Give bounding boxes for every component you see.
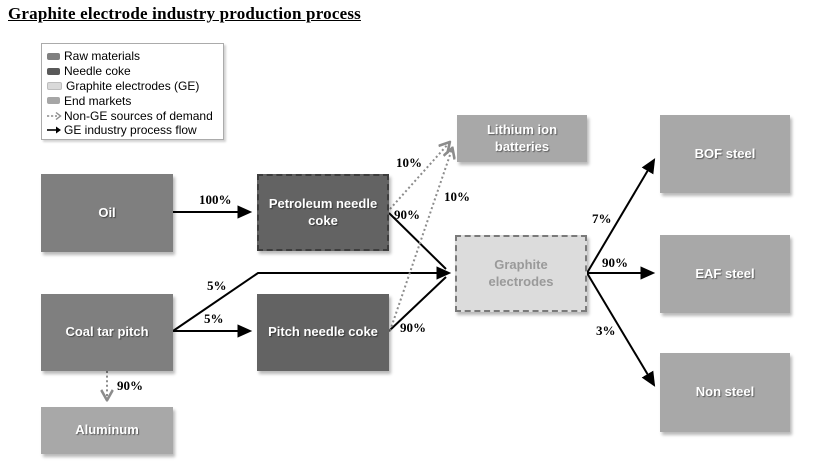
node-label: Coal tar pitch xyxy=(65,324,149,340)
flow-label-graphite-to-non-steel: 3% xyxy=(596,323,616,338)
node-non-steel: Non steel xyxy=(660,353,790,432)
legend-label: Raw materials xyxy=(64,49,141,64)
flow-label-graphite-to-eaf: 90% xyxy=(602,255,628,270)
legend-item-ge-process-flow: GE industry process flow xyxy=(47,123,219,138)
node-aluminum: Aluminum xyxy=(41,407,173,454)
legend-item-end-markets: End markets xyxy=(47,93,219,108)
node-label: Petroleum needle coke xyxy=(268,196,378,228)
node-label: Graphite electrodes xyxy=(488,257,554,289)
legend-box: Raw materials Needle coke Graphite elect… xyxy=(41,43,224,140)
flow-label-coal-to-pitch: 5% xyxy=(204,311,224,326)
dashed-arrow-icon xyxy=(47,111,62,120)
node-label: Pitch needle coke xyxy=(268,324,378,340)
flow-label-coal-to-aluminum: 90% xyxy=(117,378,143,393)
node-bof-steel: BOF steel xyxy=(660,115,790,193)
flow-graphite-electrodes-to-bof-steel xyxy=(586,158,656,274)
flow-label-pitch-to-graphite: 90% xyxy=(400,320,426,335)
node-coal-tar-pitch: Coal tar pitch xyxy=(41,294,173,371)
node-label: Oil xyxy=(98,204,116,220)
legend-item-non-ge-demand: Non-GE sources of demand xyxy=(47,108,219,123)
end-markets-swatch-icon xyxy=(47,97,60,105)
legend-label: Graphite electrodes (GE) xyxy=(66,78,200,93)
node-petroleum-needle-coke: Petroleum needle coke xyxy=(257,174,389,251)
flow-label-graphite-to-bof: 7% xyxy=(592,211,612,226)
legend-label: Needle coke xyxy=(64,64,131,79)
legend-item-graphite-electrodes: Graphite electrodes (GE) xyxy=(47,79,219,94)
node-pitch-needle-coke: Pitch needle coke xyxy=(257,294,389,371)
raw-materials-swatch-icon xyxy=(47,52,60,60)
node-lithium-ion-batteries: Lithium ion batteries xyxy=(457,115,587,162)
flow-label-oil-to-petroleum: 100% xyxy=(199,192,232,207)
solid-arrow-icon xyxy=(47,126,61,134)
flow-pitch-needle-coke-to-graphite-electrodes xyxy=(388,276,447,332)
legend-label: End markets xyxy=(64,93,132,108)
page-title: Graphite electrode industry production p… xyxy=(8,4,361,23)
flow-label-petroleum-to-lithium: 10% xyxy=(396,155,422,170)
legend-item-needle-coke: Needle coke xyxy=(47,64,219,79)
flow-coal-tar-pitch-to-graphite-electrodes xyxy=(172,266,452,332)
legend-label: GE industry process flow xyxy=(64,123,197,138)
graphite-electrodes-swatch-icon xyxy=(47,81,62,90)
flow-label-coal-to-graphite: 5% xyxy=(207,278,227,293)
flow-pitch-needle-coke-to-lithium-ion-batteries xyxy=(389,149,452,332)
node-label: Lithium ion batteries xyxy=(486,122,558,154)
node-label: Non steel xyxy=(695,384,755,400)
node-graphite-electrodes: Graphite electrodes xyxy=(455,235,587,312)
legend-item-raw-materials: Raw materials xyxy=(47,49,219,64)
node-label: EAF steel xyxy=(695,265,755,281)
flow-petroleum-needle-coke-to-lithium-ion-batteries xyxy=(389,143,449,210)
node-oil: Oil xyxy=(41,174,173,252)
flow-label-petroleum-to-graphite: 90% xyxy=(394,207,420,222)
node-label: Aluminum xyxy=(75,422,139,438)
legend-label: Non-GE sources of demand xyxy=(64,108,213,123)
flow-graphite-electrodes-to-non-steel xyxy=(586,272,656,387)
node-eaf-steel: EAF steel xyxy=(660,235,790,313)
flow-petroleum-needle-coke-to-graphite-electrodes xyxy=(388,212,447,270)
needle-coke-swatch-icon xyxy=(47,67,60,75)
flow-label-pitch-to-lithium: 10% xyxy=(444,189,470,204)
node-label: BOF steel xyxy=(694,145,756,161)
